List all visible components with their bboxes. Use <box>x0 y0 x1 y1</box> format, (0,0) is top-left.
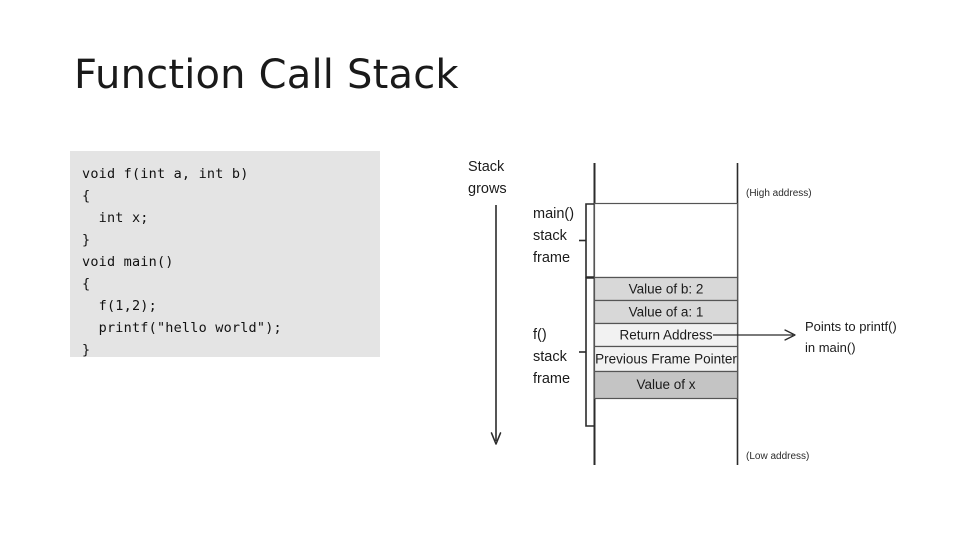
stack-slot-label: Value of x <box>636 377 695 392</box>
stack-grows-label-line2: grows <box>468 181 507 197</box>
callout-text-line2: in main() <box>805 340 856 355</box>
main-frame-label-line3: frame <box>533 250 570 266</box>
f-frame-label-line1: f() <box>533 327 547 343</box>
stack-slot-value-of-a: Value of a: 1 <box>593 299 739 325</box>
high-address-label: (High address) <box>746 188 812 199</box>
main-frame-brace-icon <box>579 203 595 278</box>
code-block: void f(int a, int b) { int x; } void mai… <box>70 151 380 358</box>
stack-slot-label: Previous Frame Pointer <box>595 352 737 367</box>
stack-slot-value-of-x: Value of x <box>593 370 739 400</box>
stack-slot-label: Value of a: 1 <box>629 305 704 320</box>
main-frame-label-line1: main() <box>533 206 574 222</box>
stack-slot-label: Value of b: 2 <box>629 282 704 297</box>
code-listing: void f(int a, int b) { int x; } void mai… <box>82 166 282 358</box>
stack-slot-label: Return Address <box>619 328 712 343</box>
main-frame-region <box>593 202 739 279</box>
stack-diagram: Stack grows main() stack frame f() stack… <box>455 145 915 485</box>
f-frame-label-line3: frame <box>533 371 570 387</box>
stack-slot-previous-frame-pointer: Previous Frame Pointer <box>593 345 739 373</box>
low-address-label: (Low address) <box>746 451 809 462</box>
f-frame-brace-icon <box>579 277 595 427</box>
f-frame-label-line2: stack <box>533 349 568 365</box>
return-address-callout-arrow-icon <box>713 329 796 341</box>
callout-text-line1: Points to printf() <box>805 319 897 334</box>
stack-grows-arrow-icon <box>490 205 502 445</box>
main-frame-label-line2: stack <box>533 228 568 244</box>
stack-grows-label-line1: Stack <box>468 159 505 175</box>
page-title: Function Call Stack <box>74 52 459 98</box>
stack-slot-value-of-b: Value of b: 2 <box>593 276 739 302</box>
